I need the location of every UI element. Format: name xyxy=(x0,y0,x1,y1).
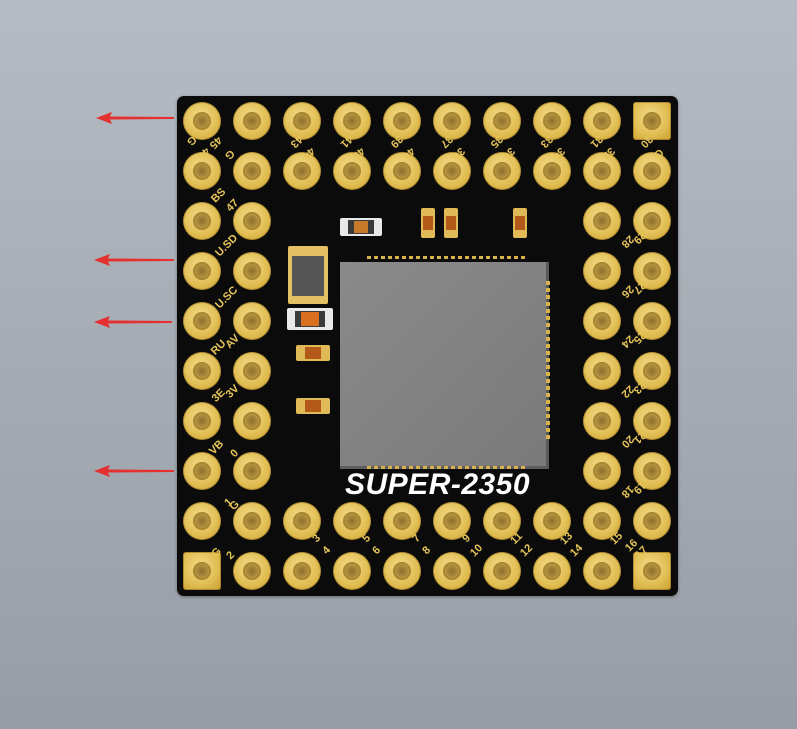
pad-r7-c0 xyxy=(183,452,221,490)
pad-r0-c2 xyxy=(283,102,321,140)
pad-r1-c1 xyxy=(233,152,271,190)
pad-r5-c9 xyxy=(633,352,671,390)
pad-r1-c6 xyxy=(483,152,521,190)
pad-r6-c9 xyxy=(633,402,671,440)
label-bottom-1: 4 xyxy=(320,544,334,558)
pad-r8-c3 xyxy=(333,502,371,540)
pad-r0-c3 xyxy=(333,102,371,140)
pad-r8-c0 xyxy=(183,502,221,540)
label-bottom-5: 8 xyxy=(420,544,434,558)
pad-r1-c5 xyxy=(433,152,471,190)
pad-r9-c8 xyxy=(583,552,621,590)
pad-r8-c5 xyxy=(433,502,471,540)
pad-r9-c1 xyxy=(233,552,271,590)
pad-r1-c2 xyxy=(283,152,321,190)
pad-r1-c9 xyxy=(633,152,671,190)
arrow-3 xyxy=(94,316,172,328)
resistor-r3 xyxy=(513,208,527,238)
pad-r1-c0 xyxy=(183,152,221,190)
label-bottom-2: 5 xyxy=(360,532,374,546)
pad-r9-c3 xyxy=(333,552,371,590)
pad-r2-c9 xyxy=(633,202,671,240)
pad-r8-c4 xyxy=(383,502,421,540)
pad-r0-c1 xyxy=(233,102,271,140)
pad-r9-c6 xyxy=(483,552,521,590)
label-bottom-11: 14 xyxy=(568,542,586,560)
arrow-4 xyxy=(94,465,174,477)
pad-r5-c1 xyxy=(233,352,271,390)
label-top-left-3: G xyxy=(222,147,237,162)
pad-r3-c1 xyxy=(233,252,271,290)
pad-r7-c9 xyxy=(633,452,671,490)
pad-r1-c7 xyxy=(533,152,571,190)
pad-r2-c0 xyxy=(183,202,221,240)
regulator-u2 xyxy=(288,246,328,304)
pad-r5-c8 xyxy=(583,352,621,390)
arrow-2 xyxy=(94,254,174,266)
pad-r8-c7 xyxy=(533,502,571,540)
chip-pins-bottom xyxy=(367,466,527,469)
pad-r8-c1 xyxy=(233,502,271,540)
pad-r6-c0 xyxy=(183,402,221,440)
pad-r3-c8 xyxy=(583,252,621,290)
pad-r0-c4 xyxy=(383,102,421,140)
pad-r3-c0 xyxy=(183,252,221,290)
pad-r1-c4 xyxy=(383,152,421,190)
pad-r9-c5 xyxy=(433,552,471,590)
resistor-r5 xyxy=(296,398,330,414)
pad-r9-c7 xyxy=(533,552,571,590)
capacitor-c1 xyxy=(340,218,382,236)
label-bottom-9: 12 xyxy=(518,542,536,560)
pad-r9-c4 xyxy=(383,552,421,590)
pad-r7-c1 xyxy=(233,452,271,490)
chip-pins-top xyxy=(367,256,527,259)
label-left-2: U.SD xyxy=(213,232,241,260)
resistor-r2 xyxy=(444,208,458,238)
pad-r9-c2 xyxy=(283,552,321,590)
pad-r4-c9 xyxy=(633,302,671,340)
arrow-1 xyxy=(96,112,174,124)
label-bottom-3: 6 xyxy=(370,544,384,558)
pad-r4-c0 xyxy=(183,302,221,340)
label-bottom-0: 3 xyxy=(310,532,324,546)
pad-r8-c2 xyxy=(283,502,321,540)
pad-r0-c9 xyxy=(633,102,671,140)
pad-r0-c7 xyxy=(533,102,571,140)
pad-r1-c3 xyxy=(333,152,371,190)
pad-r6-c8 xyxy=(583,402,621,440)
pad-r7-c8 xyxy=(583,452,621,490)
label-bottom-6: 9 xyxy=(460,532,474,546)
pad-r3-c9 xyxy=(633,252,671,290)
label-left-3: U.SC xyxy=(213,284,241,312)
pad-r8-c8 xyxy=(583,502,621,540)
capacitor-c2 xyxy=(287,308,333,330)
rp2350-chip xyxy=(340,262,549,469)
pad-r6-c1 xyxy=(233,402,271,440)
pad-r2-c1 xyxy=(233,202,271,240)
pad-r1-c8 xyxy=(583,152,621,190)
resistor-r1 xyxy=(421,208,435,238)
pad-r0-c8 xyxy=(583,102,621,140)
pad-r8-c6 xyxy=(483,502,521,540)
pad-r0-c5 xyxy=(433,102,471,140)
pad-r9-c0 xyxy=(183,552,221,590)
pad-r0-c6 xyxy=(483,102,521,140)
pad-r4-c8 xyxy=(583,302,621,340)
pad-r2-c8 xyxy=(583,202,621,240)
resistor-r4 xyxy=(296,345,330,361)
pad-r5-c0 xyxy=(183,352,221,390)
label-bottom-4: 7 xyxy=(410,532,424,546)
board-title: SUPER-2350 xyxy=(345,468,531,501)
pad-r4-c1 xyxy=(233,302,271,340)
pad-r9-c9 xyxy=(633,552,671,590)
label-bottom-7: 10 xyxy=(468,542,486,560)
chip-pins-right xyxy=(546,281,550,441)
pad-r8-c9 xyxy=(633,502,671,540)
pad-r0-c0 xyxy=(183,102,221,140)
label-left-7: 3V xyxy=(223,382,242,401)
